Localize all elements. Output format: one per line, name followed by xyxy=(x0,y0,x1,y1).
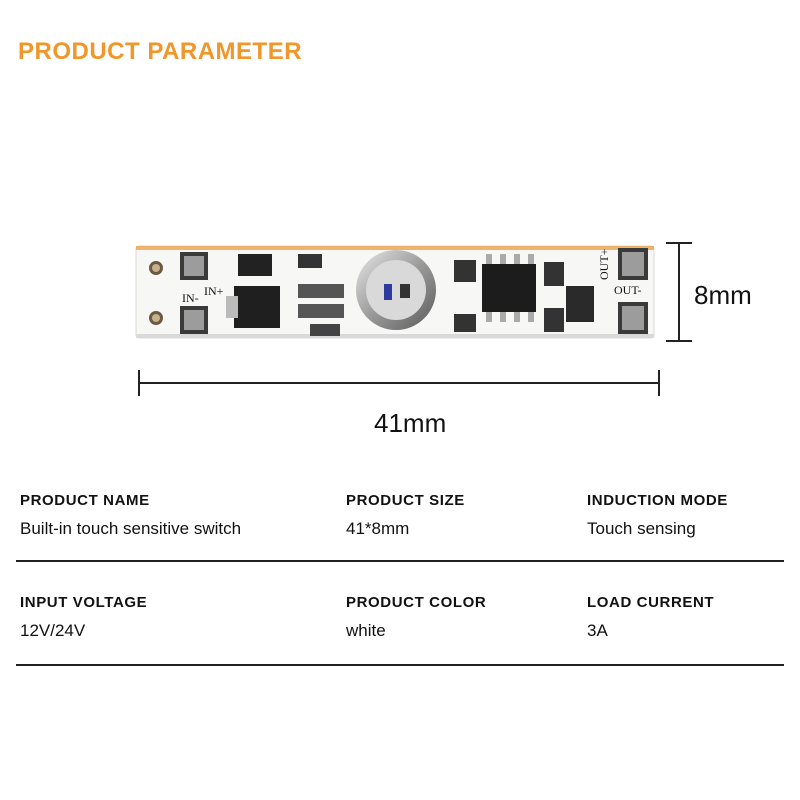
spec-induction-mode: INDUCTION MODE Touch sensing xyxy=(587,492,728,539)
pcb-product-image: IN+ IN- OUT- OUT+ xyxy=(134,240,658,344)
page-title: PRODUCT PARAMETER xyxy=(18,38,303,65)
silk-out-minus: OUT- xyxy=(614,283,642,297)
spec-value: Built-in touch sensitive switch xyxy=(20,519,242,538)
silk-in-plus: IN+ xyxy=(204,284,224,298)
width-dimension-label: 41mm xyxy=(374,408,447,438)
width-dimension-line xyxy=(138,370,660,396)
spec-value: 41*8mm xyxy=(346,519,410,538)
pcb-illustration: IN+ IN- OUT- OUT+ xyxy=(135,245,655,339)
spec-load-current: LOAD CURRENT 3A xyxy=(587,594,714,641)
spec-value: Touch sensing xyxy=(587,519,696,538)
spec-value: 3A xyxy=(587,621,608,640)
spec-key: PRODUCT COLOR xyxy=(346,594,487,611)
spec-input-voltage: INPUT VOLTAGE 12V/24V xyxy=(20,594,147,641)
spec-product-color: PRODUCT COLOR white xyxy=(346,594,486,641)
spec-key: PRODUCT NAME xyxy=(20,492,150,509)
height-dimension-label: 8mm xyxy=(694,280,752,310)
spec-row: INPUT VOLTAGE 12V/24V PRODUCT COLOR whit… xyxy=(16,594,784,694)
divider xyxy=(16,664,784,666)
spec-key: INPUT VOLTAGE xyxy=(20,594,148,611)
silk-out-plus: OUT+ xyxy=(597,248,611,280)
height-dimension-line xyxy=(666,242,692,342)
spec-row: PRODUCT NAME Built-in touch sensitive sw… xyxy=(16,492,784,592)
spec-product-name: PRODUCT NAME Built-in touch sensitive sw… xyxy=(20,492,241,539)
spec-value: 12V/24V xyxy=(20,621,86,640)
divider xyxy=(16,560,784,562)
spec-key: PRODUCT SIZE xyxy=(346,492,465,509)
spec-value: white xyxy=(346,621,386,640)
silk-in-minus: IN- xyxy=(182,291,199,305)
spec-key: LOAD CURRENT xyxy=(587,594,715,611)
spec-product-size: PRODUCT SIZE 41*8mm xyxy=(346,492,465,539)
spec-key: INDUCTION MODE xyxy=(587,492,728,509)
